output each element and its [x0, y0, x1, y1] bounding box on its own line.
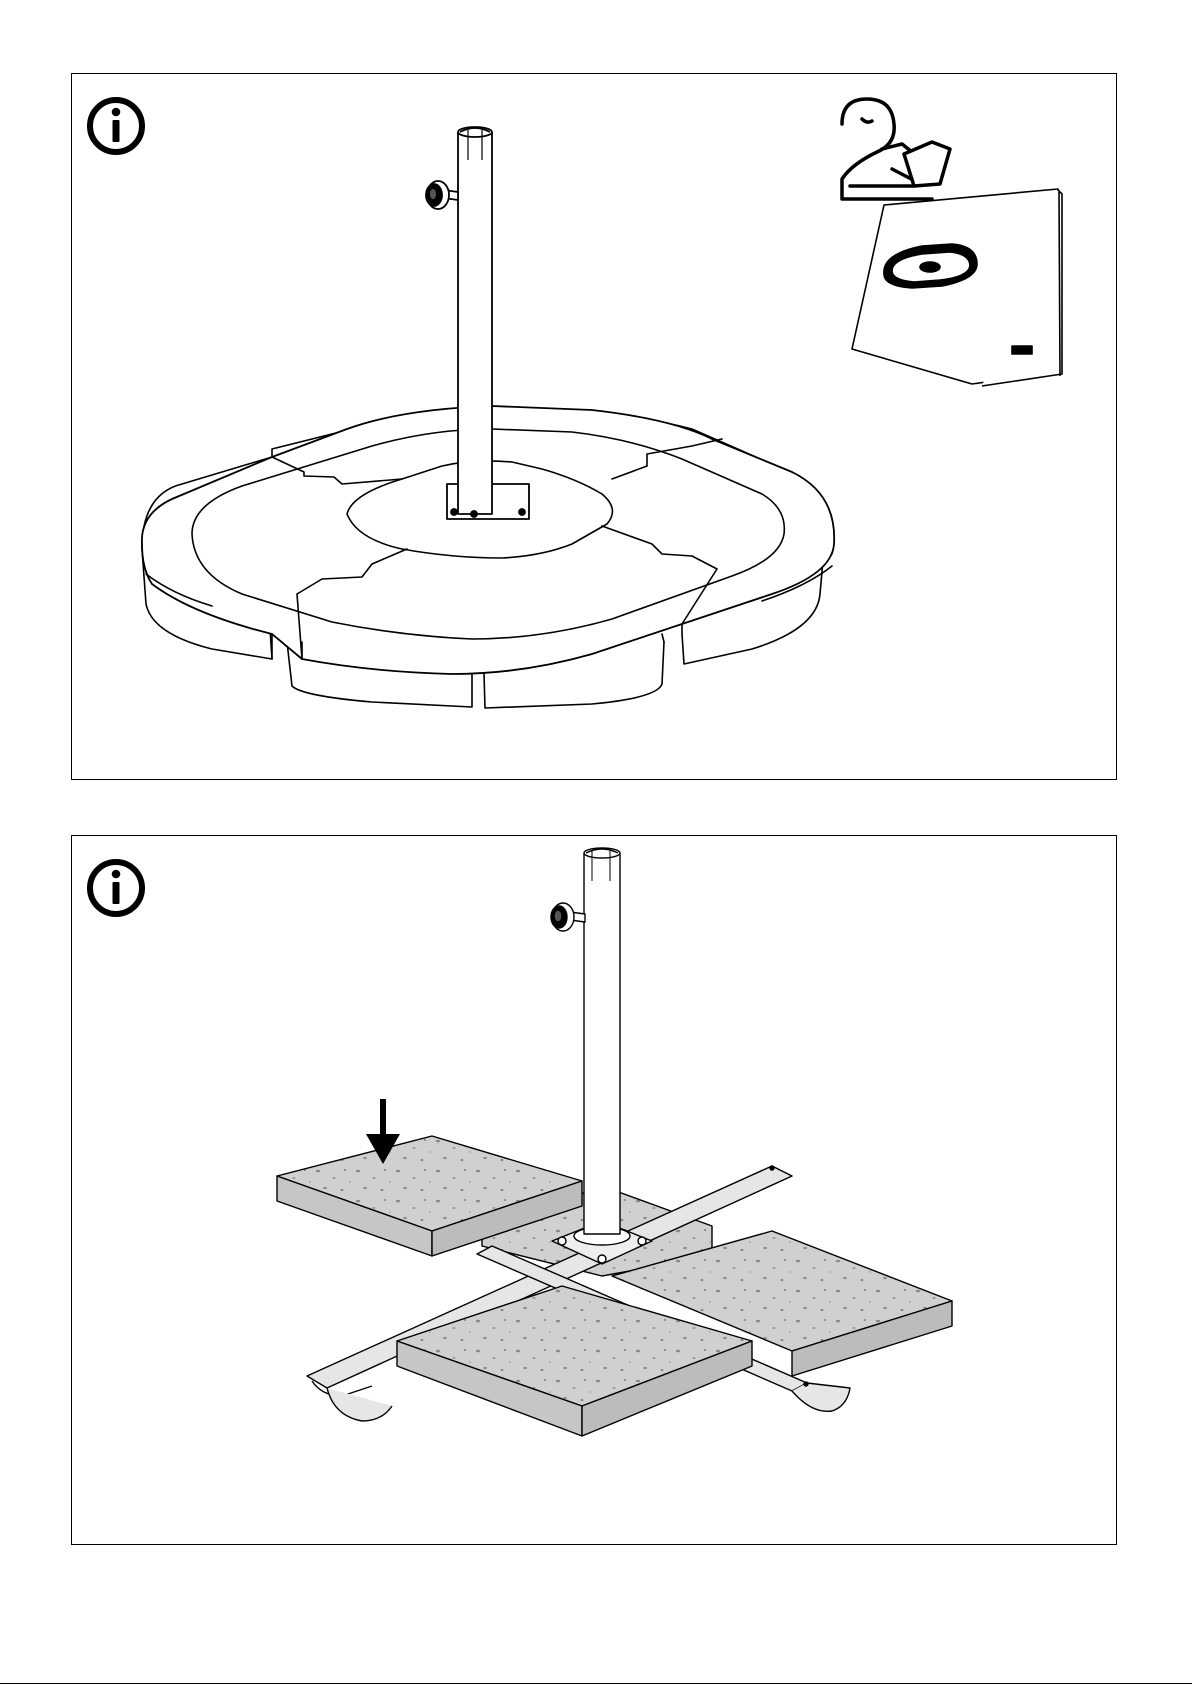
- cross-base-illustration: [72, 836, 1117, 1545]
- booklet-icon: [852, 189, 1062, 386]
- umbrella-base-illustration: [72, 74, 1117, 780]
- pole-knob: [551, 903, 585, 931]
- instruction-panel-1: [71, 73, 1117, 780]
- page-footer-rule: [0, 1683, 1192, 1684]
- read-manual-icon: [842, 99, 950, 199]
- instruction-panel-2: [71, 835, 1117, 1545]
- pole-knob: [426, 181, 458, 209]
